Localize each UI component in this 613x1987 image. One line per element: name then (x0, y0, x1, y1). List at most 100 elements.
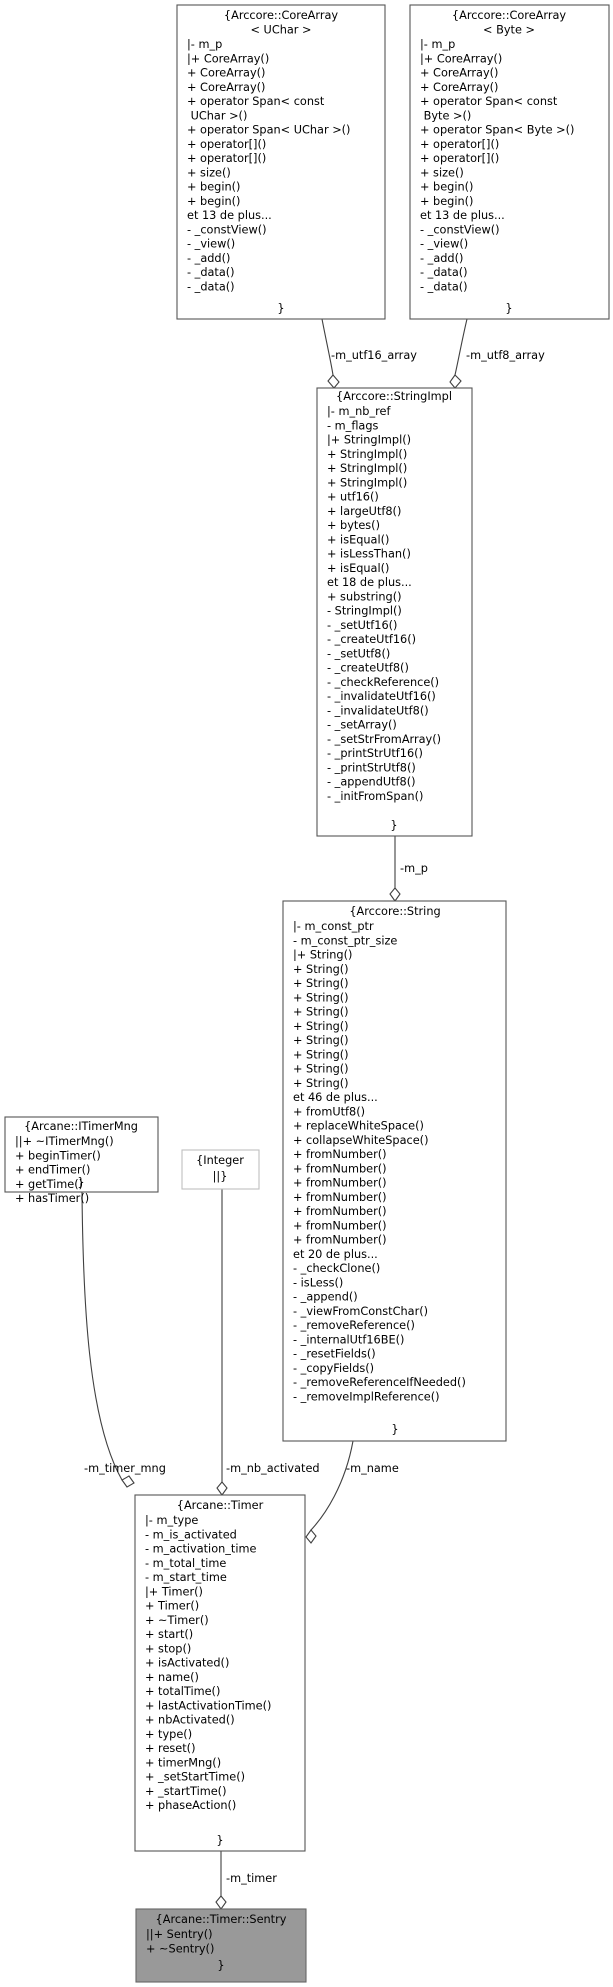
member-line: |+ Timer() (145, 1585, 203, 1598)
member-line: + operator Span< const (187, 95, 325, 108)
node-integer[interactable]: {Integer ||} (181, 1149, 260, 1190)
member-line: - _createUtf8() (327, 662, 409, 675)
node-string[interactable]: {Arccore::String |- m_const_ptr- m_const… (282, 900, 507, 1442)
member-line: + String() (293, 1048, 349, 1061)
member-line: + timerMng() (145, 1756, 221, 1769)
member-line: + nbActivated() (145, 1714, 235, 1727)
member-line: + getTime() (15, 1178, 83, 1191)
member-line: - _data() (420, 266, 468, 279)
member-line: - m_flags (327, 419, 379, 432)
class-members: ||} (213, 1170, 228, 1183)
member-line: + String() (293, 1034, 349, 1047)
member-line: + reset() (145, 1742, 195, 1755)
member-line: + _setStartTime() (145, 1771, 245, 1784)
member-line: - m_start_time (145, 1571, 227, 1584)
edge-label-utf8-array: -m_utf8_array (466, 349, 545, 362)
member-line: + substring() (327, 590, 402, 603)
member-line: + bytes() (327, 519, 380, 532)
member-line: + size() (420, 166, 464, 179)
member-line: + totalTime() (145, 1685, 220, 1698)
member-line: - m_activation_time (145, 1543, 256, 1556)
member-line: et 18 de plus... (327, 576, 412, 589)
member-line: + fromNumber() (293, 1234, 387, 1247)
class-close-brace: } (390, 819, 397, 832)
member-line: + isLessThan() (327, 548, 411, 561)
member-line: |- m_const_ptr (293, 920, 374, 933)
member-line: + isActivated() (145, 1657, 229, 1670)
member-line: - _printStrUtf16() (327, 747, 423, 760)
edge-m-p: -m_p (389, 836, 428, 902)
edge-label-timer-mng: -m_timer_mng (84, 1462, 166, 1475)
member-line: |- m_p (420, 38, 455, 51)
member-line: + hasTimer() (15, 1192, 89, 1205)
node-core-array-byte[interactable]: {Arccore::CoreArray< Byte > |- m_p|+ Cor… (409, 4, 610, 320)
member-line: - _data() (420, 280, 468, 293)
member-line: + fromNumber() (293, 1148, 387, 1161)
class-members: |- m_p|+ CoreArray()+ CoreArray()+ CoreA… (420, 38, 574, 293)
member-line: + largeUtf8() (327, 505, 401, 518)
class-title: {Arccore::CoreArray< UChar > (224, 9, 338, 36)
class-close-brace: } (217, 1959, 224, 1972)
node-core-array-uchar[interactable]: {Arccore::CoreArray< UChar > |- m_p|+ Co… (176, 4, 386, 320)
class-name-line: < UChar > (251, 23, 312, 36)
member-line: + start() (145, 1628, 193, 1641)
member-line: + isEqual() (327, 533, 389, 546)
class-members: |- m_nb_ref- m_flags|+ StringImpl()+ Str… (327, 405, 441, 803)
member-line: + StringImpl() (327, 462, 407, 475)
class-members: ||+ Sentry()+ ~Sentry() (146, 1928, 214, 1955)
node-itimer-mng[interactable]: {Arcane::ITimerMng ||+ ~ITimerMng()+ beg… (4, 1116, 159, 1205)
member-line: + phaseAction() (145, 1799, 236, 1812)
member-line: + String() (293, 1063, 349, 1076)
member-line: - _createUtf16() (327, 633, 416, 646)
member-line: + fromUtf8() (293, 1105, 365, 1118)
class-name-line: {Arccore::CoreArray (224, 9, 338, 22)
member-line: - _checkReference() (327, 676, 439, 689)
member-line: et 46 de plus... (293, 1091, 378, 1104)
member-line: + operator[]() (187, 152, 266, 165)
member-line: + isEqual() (327, 562, 389, 575)
member-line: - _printStrUtf8() (327, 761, 416, 774)
member-line: - _constView() (187, 223, 267, 236)
class-members: |- m_const_ptr- m_const_ptr_size|+ Strin… (293, 920, 466, 1403)
member-line: - _view() (187, 238, 235, 251)
class-title: {Arcane::Timer::Sentry (156, 1913, 287, 1926)
member-line: + StringImpl() (327, 448, 407, 461)
member-line: + CoreArray() (420, 81, 498, 94)
class-close-brace: } (77, 1176, 84, 1189)
edge-utf16-array: -m_utf16_array (321, 318, 417, 389)
member-line: + begin() (420, 195, 473, 208)
member-line: + CoreArray() (187, 81, 265, 94)
member-line: |- m_nb_ref (327, 405, 391, 418)
member-line: |+ StringImpl() (327, 434, 411, 447)
edge-label-nb-activated: -m_nb_activated (226, 1462, 320, 1475)
member-line: + Timer() (145, 1600, 199, 1613)
member-line: + StringImpl() (327, 476, 407, 489)
member-line: et 13 de plus... (187, 209, 272, 222)
member-line: + stop() (145, 1642, 191, 1655)
member-line: et 13 de plus... (420, 209, 505, 222)
class-close-brace: } (277, 302, 284, 315)
member-line: + begin() (187, 195, 240, 208)
member-line: + operator Span< UChar >() (187, 124, 350, 137)
member-line: + fromNumber() (293, 1219, 387, 1232)
member-line: + collapseWhiteSpace() (293, 1134, 428, 1147)
member-line: + ~Timer() (145, 1614, 209, 1627)
node-string-impl[interactable]: {Arccore::StringImpl |- m_nb_ref- m_flag… (316, 387, 473, 837)
member-line: ||} (213, 1170, 228, 1183)
member-line: + operator[]() (187, 138, 266, 151)
member-line: - _removeReferenceIfNeeded() (293, 1376, 466, 1389)
class-members: |- m_p|+ CoreArray()+ CoreArray()+ CoreA… (187, 38, 350, 293)
class-members: ||+ ~ITimerMng()+ beginTimer()+ endTimer… (15, 1135, 114, 1205)
member-line: - _appendUtf8() (327, 776, 416, 789)
class-name-line: {Arccore::String (349, 905, 440, 918)
class-name-line: {Arcane::Timer::Sentry (156, 1913, 287, 1926)
member-line: + fromNumber() (293, 1205, 387, 1218)
member-line: UChar >() (187, 109, 247, 122)
node-timer[interactable]: {Arcane::Timer |- m_type- m_is_activated… (134, 1494, 306, 1852)
close-brace: } (505, 302, 512, 315)
member-line: + ~Sentry() (146, 1942, 214, 1955)
node-timer-sentry[interactable]: {Arcane::Timer::Sentry ||+ Sentry()+ ~Se… (135, 1908, 307, 1983)
member-line: ||+ Sentry() (146, 1928, 213, 1941)
class-name-line: {Arccore::CoreArray (452, 9, 566, 22)
member-line: - _add() (420, 252, 463, 265)
